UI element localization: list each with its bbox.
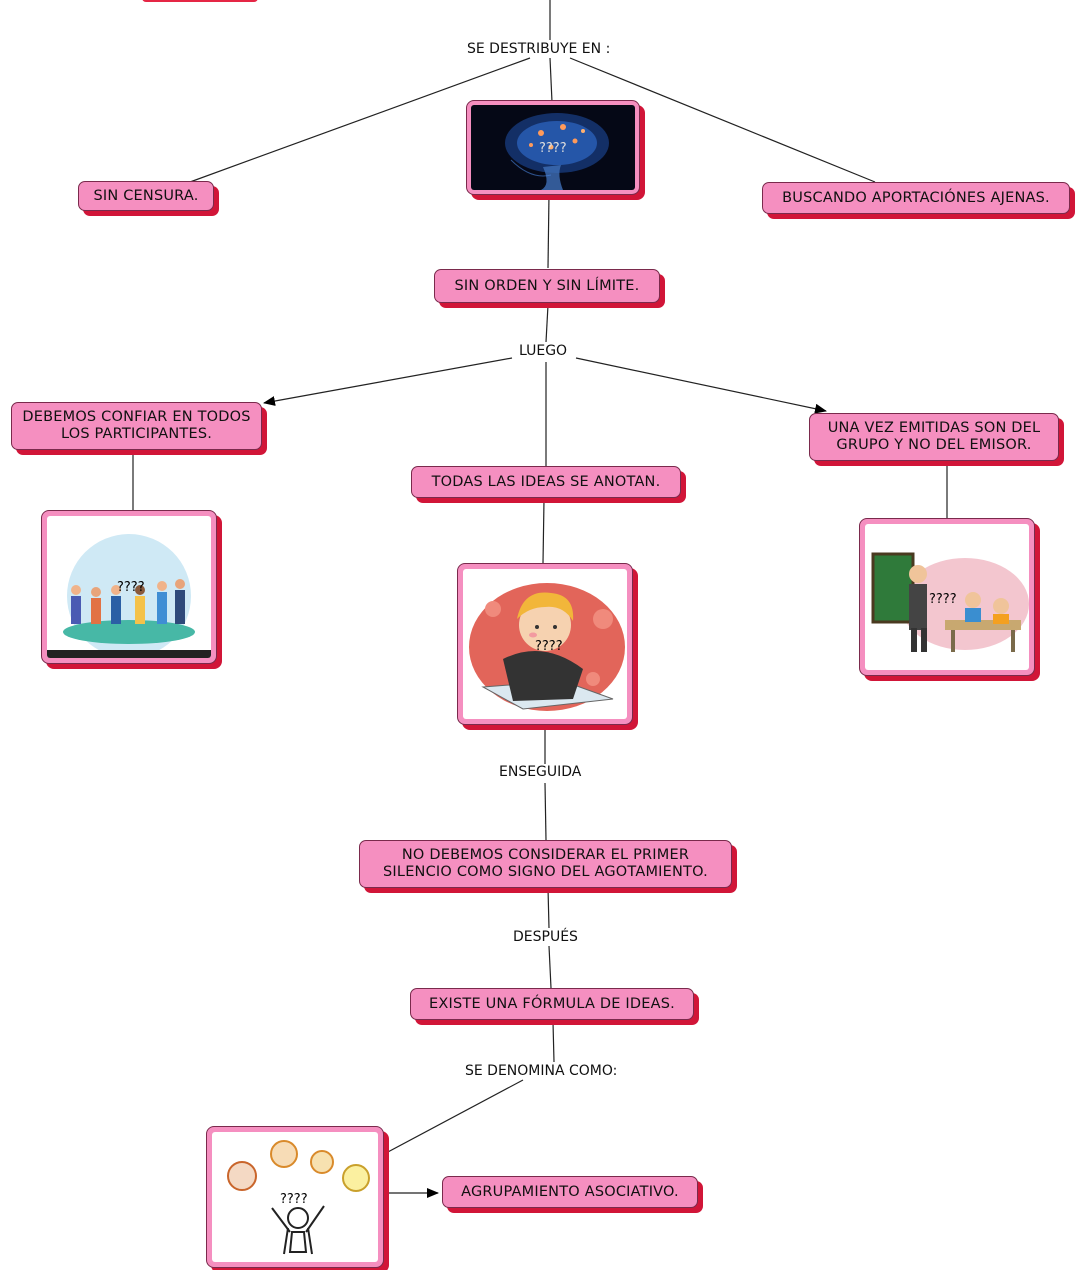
top-node-edge: [142, 0, 258, 2]
meeting-image: ????: [47, 516, 211, 658]
node-sin-censura[interactable]: SIN CENSURA.: [78, 181, 214, 211]
link-label-se-denomina: SE DENOMINA COMO:: [463, 1063, 620, 1079]
link-label-luego: LUEGO: [517, 343, 570, 359]
student-image-node[interactable]: ????: [457, 563, 633, 725]
ideas-image-placeholder: ????: [280, 1192, 308, 1207]
meeting-icon: [47, 534, 211, 658]
student-icon: [469, 583, 625, 711]
node-emitidas-grupo[interactable]: UNA VEZ EMITIDAS SON DEL GRUPO Y NO DEL …: [809, 413, 1059, 461]
classroom-image-placeholder: ????: [929, 592, 957, 607]
node-confiar-participantes[interactable]: DEBEMOS CONFIAR EN TODOS LOS PARTICIPANT…: [11, 402, 262, 450]
node-sin-orden[interactable]: SIN ORDEN Y SIN LÍMITE.: [434, 269, 660, 303]
classroom-icon: [871, 552, 1029, 652]
brain-image: ????: [471, 105, 635, 190]
classroom-image-node[interactable]: ????: [859, 518, 1035, 676]
ideas-image: ????: [212, 1132, 378, 1262]
meeting-image-placeholder: ????: [117, 580, 145, 595]
brain-icon: [505, 113, 609, 190]
node-buscando-aportaciones[interactable]: BUSCANDO APORTACIÓNES AJENAS.: [762, 182, 1070, 214]
ideas-image-node[interactable]: ????: [206, 1126, 384, 1268]
link-label-despues: DESPUÉS: [511, 929, 580, 945]
node-formula-ideas[interactable]: EXISTE UNA FÓRMULA DE IDEAS.: [410, 988, 694, 1020]
node-ideas-anotan[interactable]: TODAS LAS IDEAS SE ANOTAN.: [411, 466, 681, 498]
link-label-enseguida: ENSEGUIDA: [497, 764, 584, 780]
lightbulb-icon: [227, 1140, 370, 1255]
brain-image-placeholder: ????: [539, 141, 567, 156]
meeting-image-node[interactable]: ????: [41, 510, 217, 664]
brain-image-node[interactable]: ????: [466, 100, 640, 195]
student-image-placeholder: ????: [535, 639, 563, 654]
node-primer-silencio[interactable]: NO DEBEMOS CONSIDERAR EL PRIMER SILENCIO…: [359, 840, 732, 888]
node-agrupamiento[interactable]: AGRUPAMIENTO ASOCIATIVO.: [442, 1176, 698, 1208]
student-image: ????: [463, 569, 627, 719]
link-label-se-distribuye: SE DESTRIBUYE EN :: [465, 41, 613, 57]
classroom-image: ????: [865, 524, 1029, 670]
